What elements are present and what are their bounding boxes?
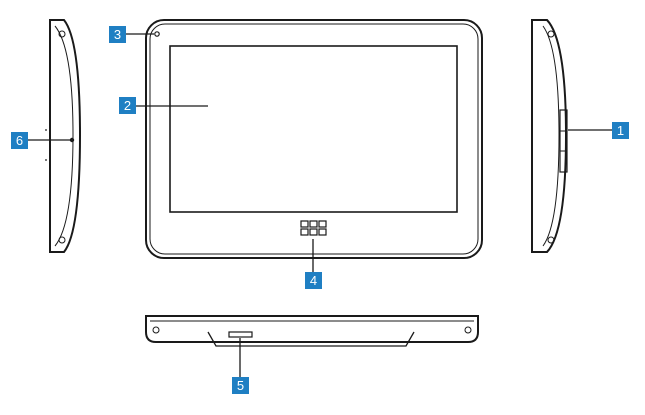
callout-4: 4 (305, 272, 322, 289)
callout-2: 2 (119, 97, 136, 114)
front-camera (154, 31, 160, 37)
side-port-6 (69, 137, 75, 143)
leader-lines (28, 33, 612, 377)
callout-5: 5 (232, 377, 249, 394)
front-view (145, 19, 483, 259)
bottom-view (145, 315, 479, 347)
svg-text:4: 4 (310, 273, 317, 288)
keypad-icon (300, 220, 327, 236)
svg-text:3: 3 (114, 27, 121, 42)
front-bezel (145, 19, 483, 259)
side-buttons (559, 109, 568, 173)
right-side-view (531, 19, 568, 253)
callout-6: 6 (11, 132, 28, 149)
callout-1: 1 (612, 122, 629, 139)
card-slot (228, 331, 253, 338)
display-screen (169, 45, 458, 213)
svg-text:6: 6 (16, 133, 23, 148)
svg-text:2: 2 (124, 98, 131, 113)
svg-text:5: 5 (237, 378, 244, 393)
svg-text:1: 1 (617, 123, 624, 138)
left-side-view (45, 19, 82, 253)
callout-3: 3 (109, 26, 126, 43)
